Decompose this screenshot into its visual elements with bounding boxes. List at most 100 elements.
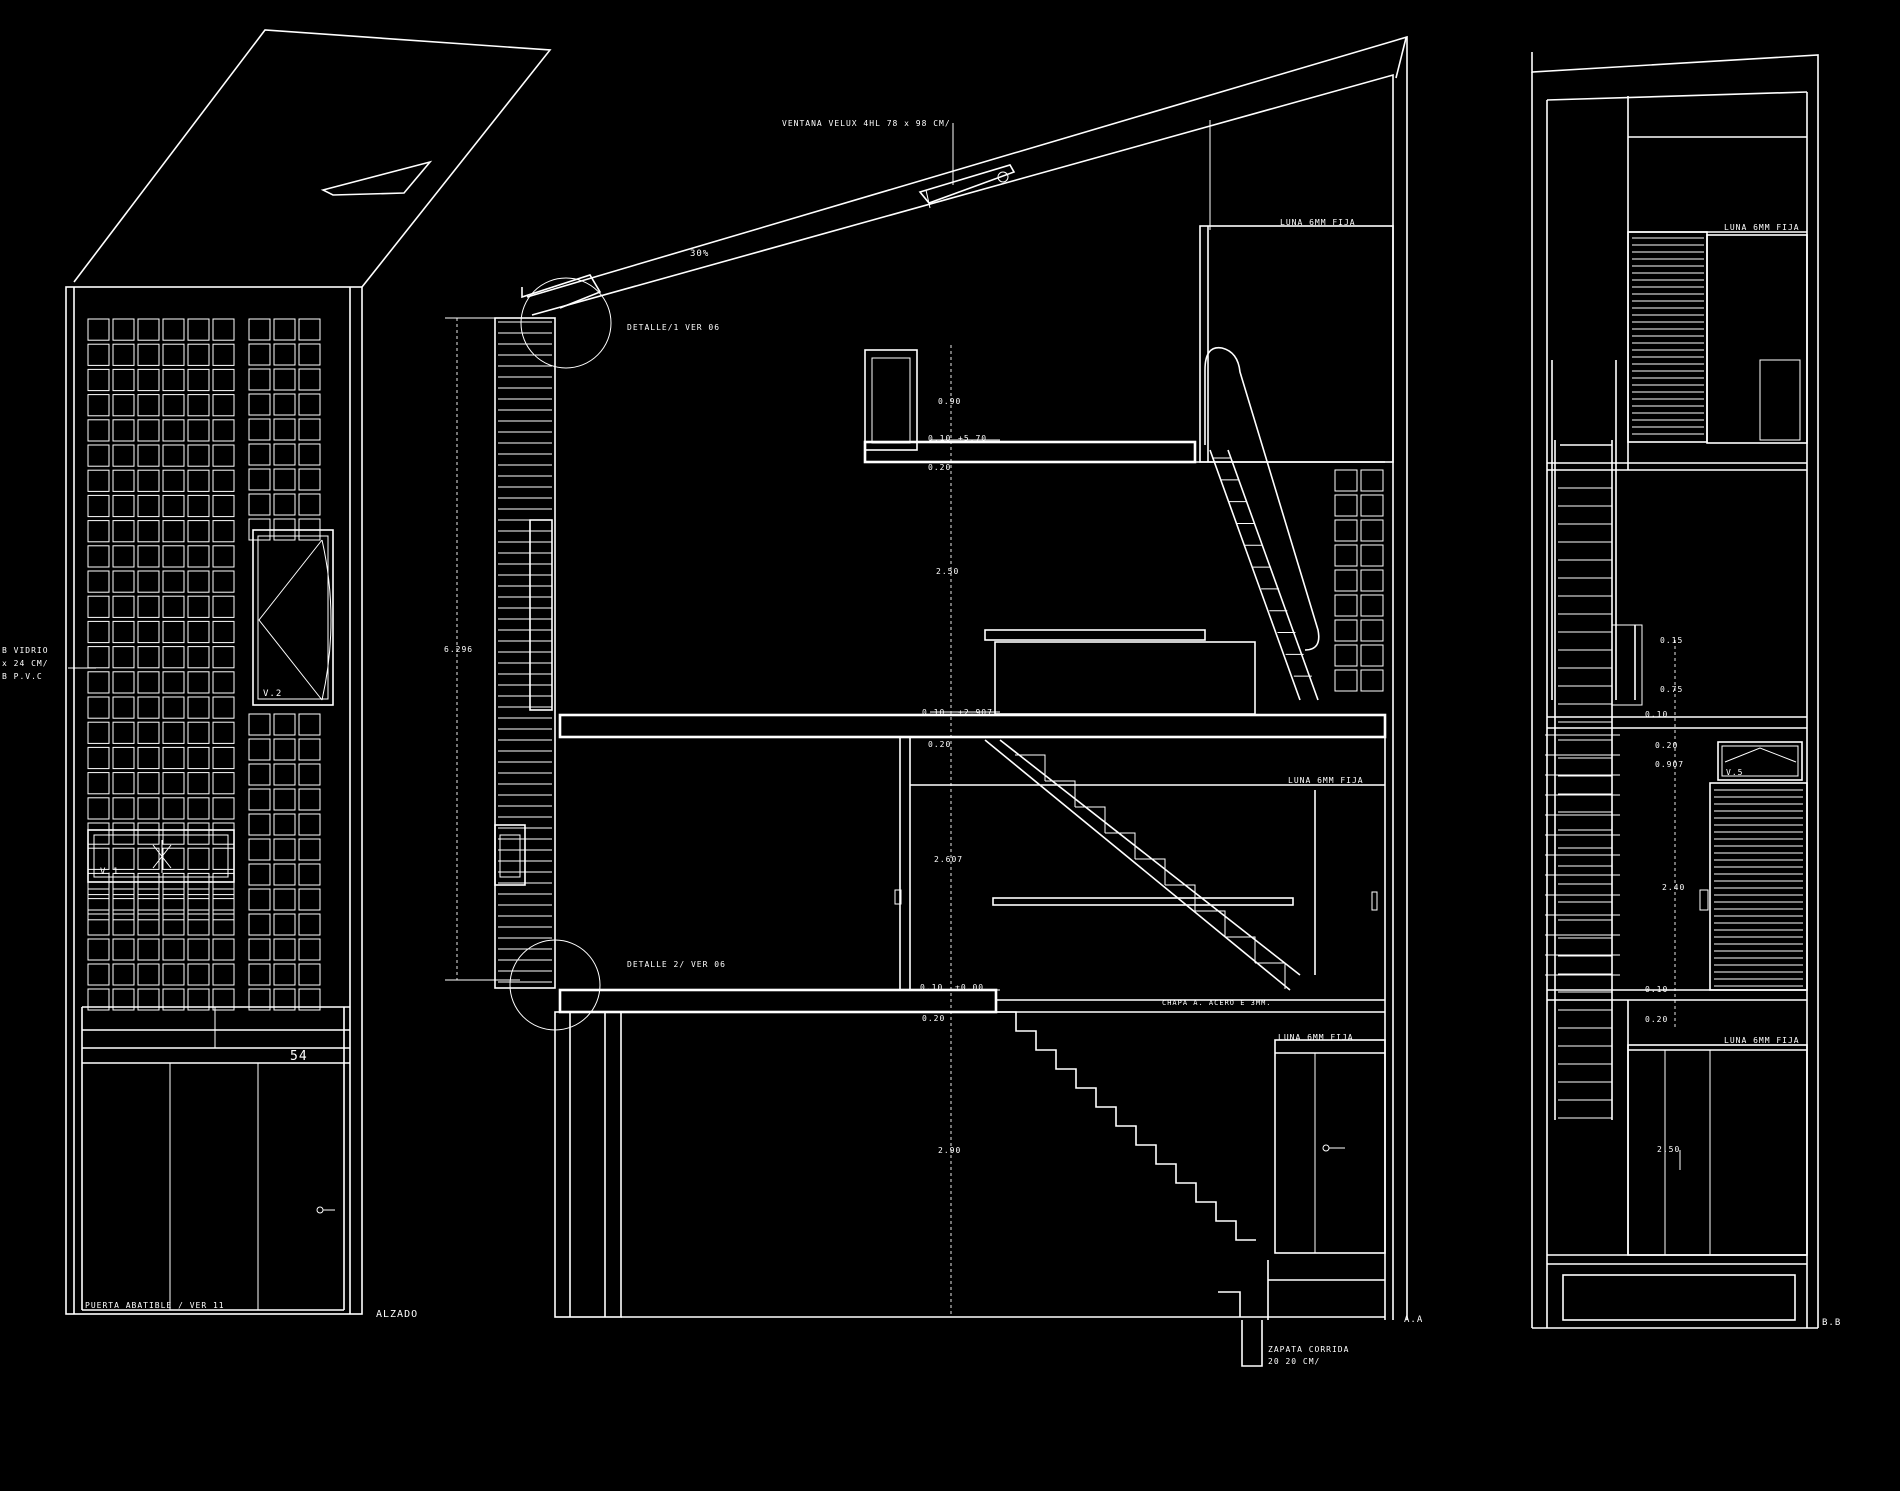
glass-block [212, 494, 235, 518]
glass-block [212, 913, 235, 936]
glass-block [212, 671, 235, 694]
glass-block [137, 721, 160, 744]
glass-block [162, 797, 185, 820]
glass-block [187, 963, 210, 986]
glass-block [212, 847, 235, 870]
left-wall [494, 317, 556, 989]
glass-block [187, 888, 210, 911]
detail-1-circle [520, 277, 612, 369]
glass-block [137, 318, 160, 341]
glass-block [162, 444, 185, 467]
glass-block [187, 595, 210, 618]
glass-block [273, 468, 296, 491]
glass-block [112, 746, 135, 770]
dim-2607: 2.607 [934, 855, 963, 864]
glass-block [112, 696, 135, 719]
glass-block [212, 545, 235, 568]
glass-block [187, 570, 210, 593]
glass-block [137, 913, 160, 936]
glass-block [248, 393, 271, 416]
glass-block [298, 913, 321, 936]
glass-block [87, 913, 110, 936]
glass-block [273, 938, 296, 961]
bb-roof [1531, 52, 1819, 1328]
glass-block [112, 963, 135, 986]
glass-block [298, 888, 321, 911]
glass-block [87, 570, 110, 593]
glass-block [112, 545, 135, 568]
glass-block [112, 938, 135, 961]
detail-2-note: DETALLE 2/ VER 06 [627, 960, 726, 969]
glass-block [1360, 644, 1384, 667]
glass-block [112, 444, 135, 467]
dim-090: 0.90 [938, 397, 961, 406]
floor-slab-second [863, 440, 1197, 464]
glass-block [212, 419, 235, 442]
glass-block [212, 343, 235, 366]
glass-block [112, 913, 135, 936]
alzado-dimension-label: 54 [290, 1049, 308, 1064]
glass-block [87, 671, 110, 694]
glass-block [162, 847, 185, 870]
glass-block-column [1334, 469, 1384, 692]
glass-block [1360, 494, 1384, 517]
glass-block [248, 493, 271, 516]
upper-fixed-glass [1199, 225, 1394, 463]
glass-block [187, 646, 210, 669]
bb-dim-240: 2.40 [1662, 883, 1685, 892]
section-bb: LUNA 6MM FIJA V.5 LUNA 6MM FIJA [1531, 52, 1841, 1329]
glass-block [248, 938, 271, 961]
glass-block [137, 520, 160, 543]
glass-block [298, 393, 321, 416]
glass-block [212, 797, 235, 820]
glass-block [162, 520, 185, 543]
glass-block [273, 838, 296, 861]
glass-block-note-2: x 24 CM/ [2, 659, 49, 668]
glass-block [87, 646, 110, 669]
glass-block [162, 646, 185, 669]
glass-block [87, 772, 110, 795]
section-aa: VENTANA VELUX 4HL 78 x 98 CM/ 30% DETALL… [444, 35, 1422, 1367]
glass-block [87, 595, 110, 618]
glass-block [212, 469, 235, 492]
glass-block [137, 772, 160, 795]
glass-block [298, 318, 321, 341]
glass-block [137, 671, 160, 694]
glass-block [162, 988, 185, 1011]
glass-block [137, 696, 160, 719]
dim-020-top: 0.20 [928, 463, 951, 472]
glass-block [187, 343, 210, 366]
glass-block [112, 368, 135, 392]
elevation-roof [73, 29, 552, 288]
glass-block [1334, 619, 1358, 642]
dim-2907: +2.907 [958, 708, 993, 717]
glass-block [1334, 494, 1358, 517]
glass-block [212, 898, 235, 921]
glass-block [87, 872, 110, 896]
basement-door [1274, 1039, 1386, 1254]
glass-block [162, 620, 185, 644]
glass-block [87, 696, 110, 719]
glass-block [137, 620, 160, 644]
floor-slab-ground [558, 988, 998, 1014]
section-bb-title: B.B [1822, 1318, 1841, 1328]
glass-block [187, 419, 210, 442]
window-v1 [87, 829, 235, 883]
bb-dim-020-a: 0.20 [1655, 741, 1678, 750]
glass-block [248, 738, 271, 761]
footing-note-1: ZAPATA CORRIDA [1268, 1345, 1349, 1354]
glass-block [212, 444, 235, 467]
glass-block [162, 469, 185, 492]
glass-block [298, 838, 321, 861]
glass-block [162, 394, 185, 417]
glass-block [298, 813, 321, 836]
glass-block [112, 419, 135, 442]
glass-block [112, 898, 135, 921]
stair-step [1105, 832, 1136, 859]
glass-block [87, 746, 110, 770]
glass-block [187, 620, 210, 644]
glass-block [1334, 669, 1358, 692]
glass-block [137, 368, 160, 392]
glass-block [273, 343, 296, 366]
glass-block [212, 646, 235, 669]
